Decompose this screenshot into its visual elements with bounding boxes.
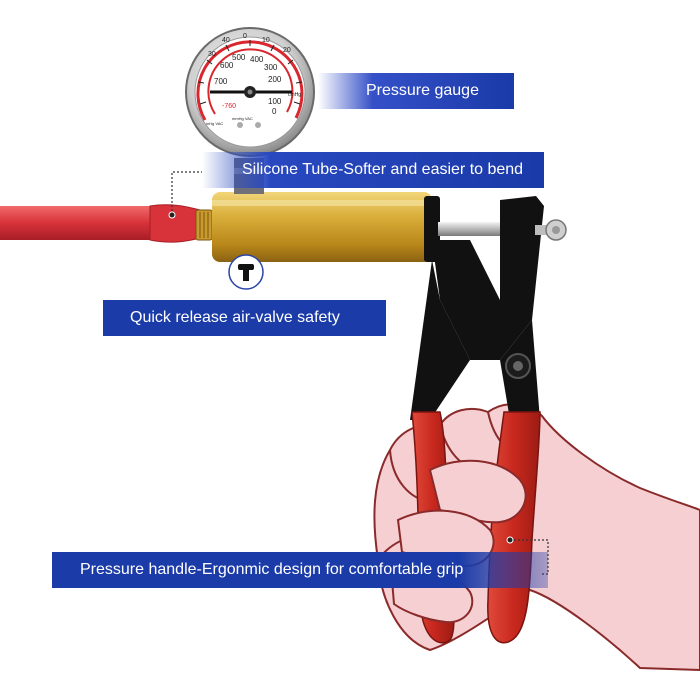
gauge-scale-inner-2: 600 [220,61,234,70]
pump-frame [410,196,567,420]
label-silicone-tube: Silicone Tube-Softer and easier to bend [202,152,544,188]
gauge-scale-inner-4: 400 [250,55,264,64]
gauge-unit-in: inHg VAC [206,121,223,126]
gauge-scale-inner-1: 700 [214,77,228,86]
brass-cylinder [212,192,440,262]
gauge-scale-outer-1: 10 [262,37,270,44]
gauge-scale-outer-2: 20 [283,47,291,54]
gauge-scale-inner-5: 300 [264,63,278,72]
pressure-gauge-icon: 0 10 20 30 40 700 600 500 400 300 200 10… [185,27,315,157]
silicone-hose [0,204,213,243]
gauge-scale-inner-8: 0 [272,107,277,116]
gauge-scale-outer-3: 30 [208,51,216,58]
gauge-scale-outer-4: 40 [222,37,230,44]
gauge-scale-inner-7: 100 [268,97,282,106]
label-pressure-handle: Pressure handle-Ergonmic design for comf… [52,552,548,588]
gauge-scale-inner-0: -760 [222,103,236,110]
gauge-unit-mm: mmHg VAC [232,116,253,121]
callout-dots [168,211,514,544]
gauge-scale-inner-3: 500 [232,53,246,62]
gauge-scale-outer-0: 0 [243,33,247,40]
gauge-scale-inner-6: 200 [268,75,282,84]
label-air-valve: Quick release air-valve safety [103,300,386,336]
gauge-unit-cm: cmHg [288,92,301,98]
label-pressure-gauge: Pressure gauge [318,73,514,109]
screw-valve-icon [228,254,264,290]
